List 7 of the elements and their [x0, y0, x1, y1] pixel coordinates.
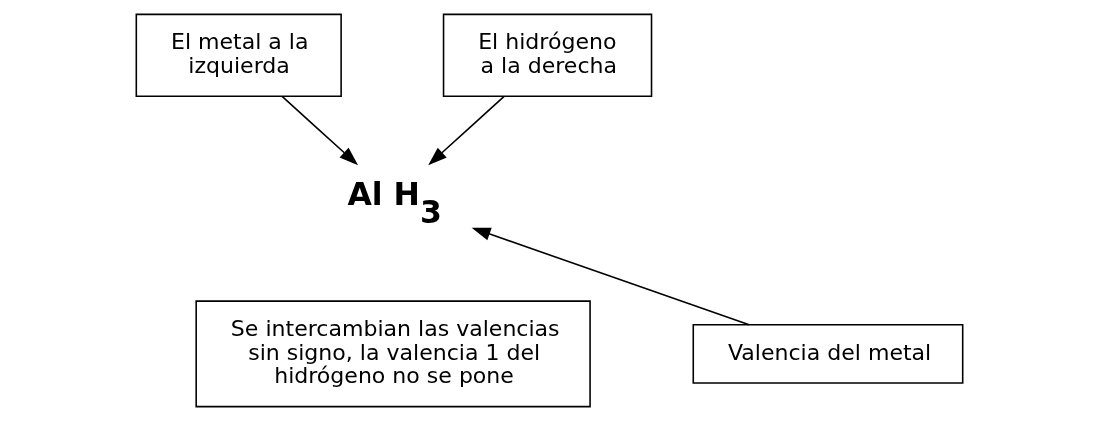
- arrow: [471, 227, 750, 326]
- node-box: El metal a la izquierda: [135, 13, 342, 98]
- node-box: Valencia del metal: [692, 323, 964, 384]
- arrow: [428, 95, 505, 166]
- node-box: Se intercambian las valencias sin signo, la valencia 1 del hidrógeno no se pone: [195, 300, 591, 408]
- node-box: El hidrógeno a la derecha: [442, 13, 653, 98]
- arrow: [281, 95, 359, 166]
